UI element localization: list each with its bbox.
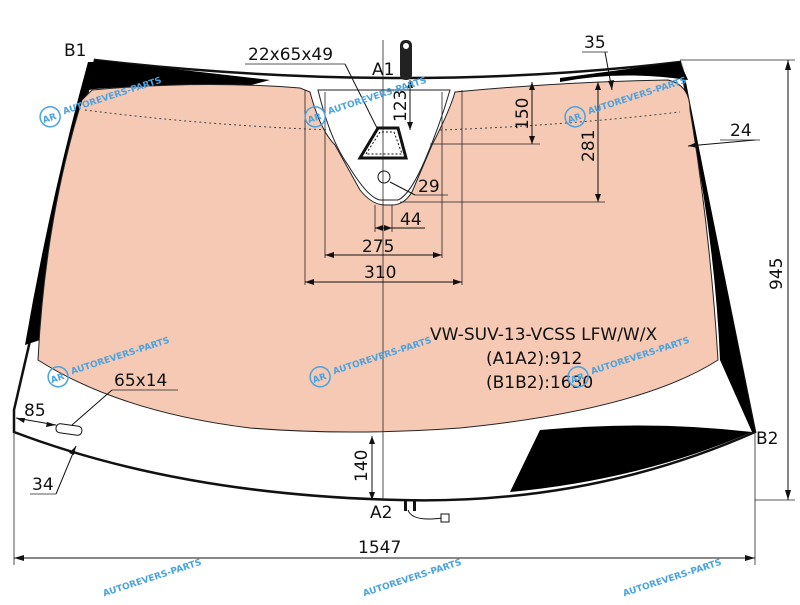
svg-text:AR: AR	[50, 372, 66, 386]
a1a2-value: (A1A2):912	[486, 349, 582, 369]
ar-logo-icon	[564, 106, 586, 128]
dim-35: 35	[584, 33, 606, 53]
dim-275: 275	[362, 237, 394, 257]
b1b2-value: (B1B2):1630	[486, 373, 593, 393]
svg-text:AR: AR	[567, 112, 583, 126]
model-code: VW-SUV-13-VCSS LFW/W/X	[430, 325, 657, 345]
point-a1: A1	[372, 60, 394, 80]
svg-text:AR: AR	[307, 112, 323, 126]
point-b2: B2	[756, 429, 778, 449]
ar-logo-icon	[47, 366, 69, 388]
ar-logo-icon	[567, 366, 589, 388]
point-a2: A2	[370, 503, 392, 523]
dim-1547: 1547	[358, 538, 401, 558]
svg-text:AR: AR	[312, 372, 328, 386]
dim-85: 85	[24, 401, 46, 421]
point-b1: B1	[64, 41, 86, 61]
mirror-mount	[400, 40, 412, 80]
svg-text:AUTOREVERS-PARTS: AUTOREVERS-PARTS	[622, 558, 723, 599]
dim-150: 150	[513, 98, 533, 130]
frit-top-left	[88, 60, 270, 90]
watermark: AUTOREVERS-PARTS	[102, 558, 203, 599]
dim-24: 24	[730, 121, 752, 141]
watermark: AUTOREVERS-PARTS	[622, 558, 723, 599]
label-area	[55, 423, 83, 436]
connector-icon	[404, 499, 450, 523]
dim-310: 310	[364, 263, 396, 283]
ar-logo-icon	[39, 106, 61, 128]
frit-bottom-right	[510, 425, 752, 492]
ar-logo-icon	[304, 106, 326, 128]
tinted-area	[37, 79, 719, 433]
dim-44: 44	[400, 210, 422, 230]
shade-band-line-right	[439, 111, 681, 131]
dim-label-size: 65x14	[114, 371, 167, 391]
svg-text:AUTOREVERS-PARTS: AUTOREVERS-PARTS	[362, 558, 463, 599]
dim-34: 34	[32, 475, 54, 495]
ar-logo-icon	[309, 366, 331, 388]
dim-140: 140	[352, 450, 372, 482]
dim-281: 281	[579, 130, 599, 162]
dim-29: 29	[418, 177, 440, 197]
svg-text:AUTOREVERS-PARTS: AUTOREVERS-PARTS	[102, 558, 203, 599]
dim-sensor-size: 22x65x49	[248, 45, 333, 65]
dim-945: 945	[767, 258, 787, 290]
dim-123: 123	[391, 90, 411, 122]
frit-top-right	[560, 62, 688, 82]
svg-text:AR: AR	[42, 112, 58, 126]
rain-sensor-icon	[377, 170, 391, 184]
frit-right	[682, 62, 755, 432]
watermark: AUTOREVERS-PARTS	[362, 558, 463, 599]
svg-text:AR: AR	[570, 372, 586, 386]
